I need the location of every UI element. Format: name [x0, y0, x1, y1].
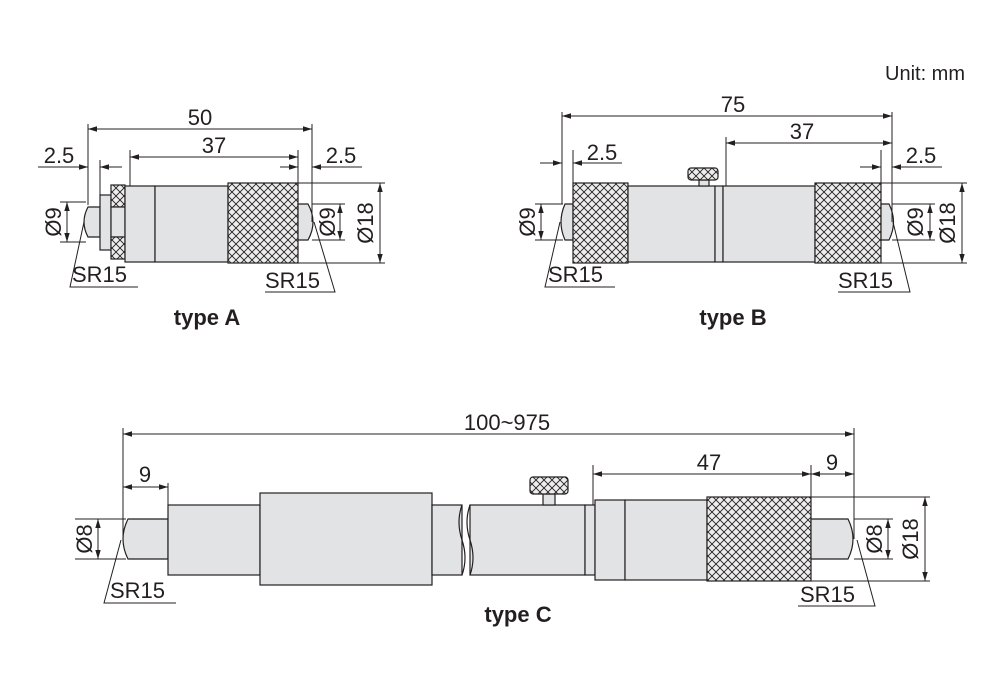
type-c-leader-sr15-right	[798, 539, 876, 607]
type-b-tip-left: 2.5	[587, 140, 618, 165]
type-c-length-total: 100~975	[464, 410, 550, 435]
type-a-tip-right: 2.5	[326, 143, 357, 168]
type-b-dia-tip-right: Ø9	[903, 207, 928, 236]
type-b-lock-screw-stem	[698, 179, 710, 187]
type-a-radius-right: SR15	[265, 268, 320, 293]
type-a-tip-left: 2.5	[44, 143, 75, 168]
type-c-right-anvil-tip	[810, 518, 854, 560]
type-a-lock-nut-bottom	[110, 236, 126, 260]
type-a-sleeve	[124, 185, 156, 263]
type-b-leader-sr15-right	[838, 221, 911, 293]
type-c-dia-tip-left: Ø8	[72, 524, 97, 553]
type-c-dia-body: Ø18	[898, 518, 923, 560]
type-a-leader-sr15-left	[69, 221, 138, 288]
type-c-leader-sr15-left	[103, 539, 176, 604]
type-a-length-body: 37	[202, 133, 226, 158]
type-c-lock-screw-stem	[542, 493, 556, 506]
type-b-left-anvil-tip	[560, 203, 574, 241]
type-b-barrel	[722, 185, 816, 263]
type-a-drawing: 50 37 2.5 2.5 Ø9 Ø9 Ø18 SR15 SR15 type A	[38, 105, 385, 330]
type-a-dia-tip-right: Ø9	[315, 207, 340, 236]
type-c-length-head: 47	[697, 450, 721, 475]
type-b-thimble-knurl	[814, 182, 882, 264]
type-c-break-mark-right	[466, 504, 474, 576]
type-c-radius-left: SR15	[110, 578, 165, 603]
type-c-barrel	[624, 499, 708, 581]
type-c-thimble-knurl	[706, 496, 812, 582]
type-a-dia-body: Ø18	[353, 202, 378, 244]
type-c-left-rod	[167, 504, 261, 576]
type-c-dia-tip-right: Ø8	[862, 524, 887, 553]
type-a-lock-nut-top	[110, 184, 126, 208]
type-a-right-anvil-tip	[297, 203, 314, 241]
type-a-barrel	[154, 185, 229, 263]
type-a-dia-tip-left: Ø9	[41, 207, 66, 236]
type-c-drawing: 100~975 47 9 9 Ø8 Ø8 Ø18 SR15 SR15 type …	[72, 410, 930, 627]
type-c-sleeve	[594, 499, 626, 581]
type-b-length-body: 37	[790, 119, 814, 144]
type-a-radius-left: SR15	[72, 262, 127, 287]
type-b-label: type B	[699, 305, 766, 330]
type-b-left-knurl	[572, 182, 629, 264]
type-c-lock-screw-knob	[529, 476, 569, 495]
type-b-dia-tip-left: Ø9	[515, 207, 540, 236]
type-b-radius-left: SR15	[548, 262, 603, 287]
type-c-tip-left: 9	[139, 462, 151, 487]
type-a-length-total: 50	[188, 105, 212, 130]
type-b-drawing: 75 37 2.5 2.5 Ø9 Ø9 Ø18 SR15 SR15 type B	[515, 92, 967, 330]
type-b-left-body	[627, 185, 716, 263]
type-b-center-ring	[714, 185, 724, 263]
type-b-leader-sr15-left	[544, 221, 615, 288]
type-c-label: type C	[484, 602, 551, 627]
type-c-rod-segment-left	[431, 504, 463, 576]
type-b-radius-right: SR15	[838, 268, 893, 293]
type-a-lock-nut-middle	[110, 206, 126, 238]
type-b-tip-right: 2.5	[906, 143, 937, 168]
type-c-tip-right: 9	[826, 450, 838, 475]
type-a-leader-sr15-right	[265, 221, 336, 293]
type-b-lock-screw-knob	[687, 167, 719, 181]
type-b-length-total: 75	[721, 92, 745, 117]
type-c-left-anvil-tip	[122, 518, 169, 560]
type-a-left-anvil-tip	[83, 206, 101, 238]
type-c-radius-right: SR15	[800, 582, 855, 607]
type-a-left-collar	[99, 194, 112, 251]
type-b-dia-body: Ø18	[935, 202, 960, 244]
type-a-label: type A	[174, 305, 241, 330]
type-c-break-mark-left	[458, 504, 466, 576]
unit-label: Unit: mm	[885, 63, 965, 85]
type-c-collar	[584, 504, 596, 576]
type-a-thimble-knurl	[227, 182, 299, 264]
type-c-extension-sleeve	[259, 492, 433, 586]
type-c-rod-segment-right	[469, 504, 586, 576]
